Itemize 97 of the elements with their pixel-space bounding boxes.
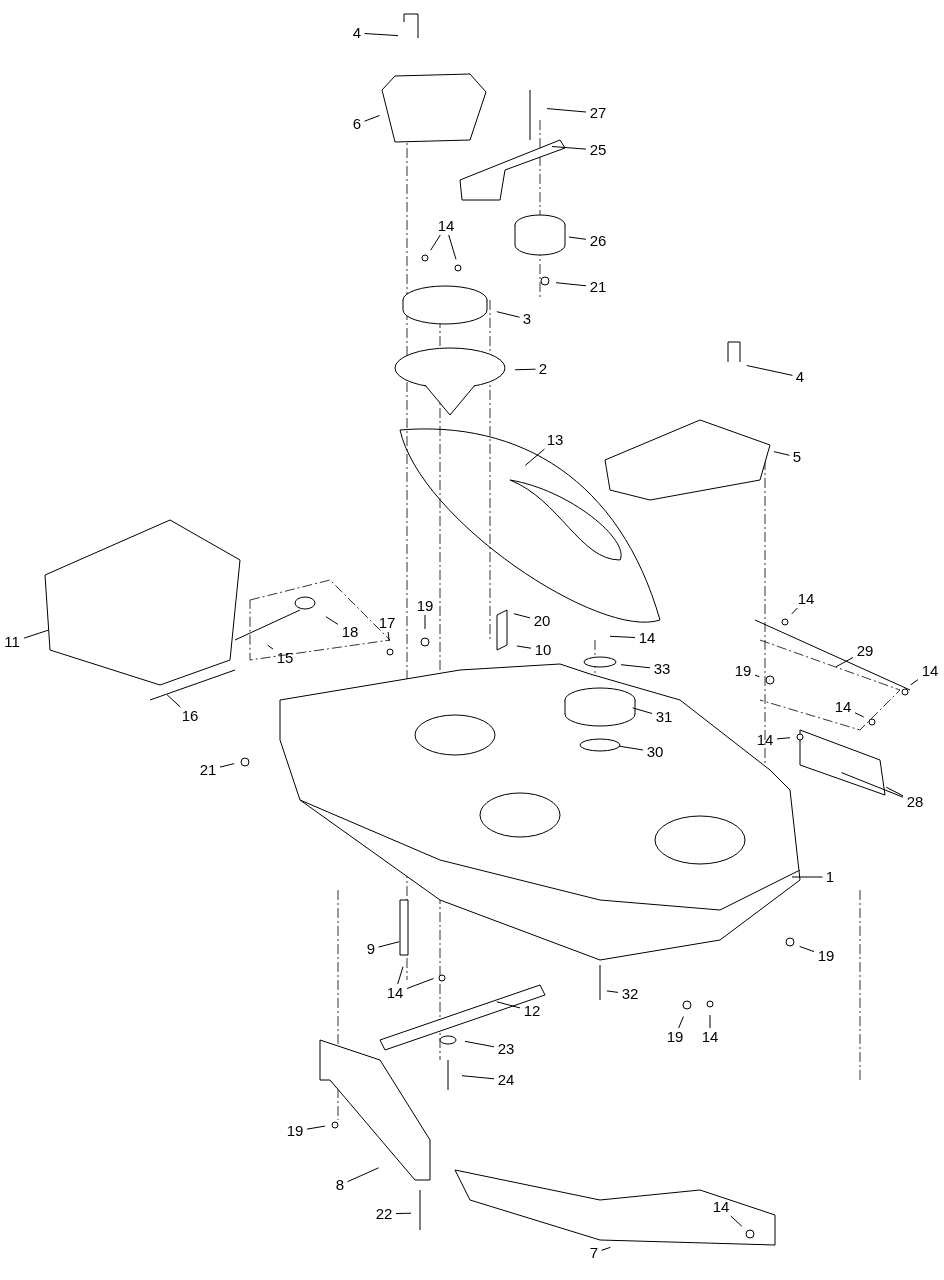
leader-line — [632, 707, 653, 714]
leader-line — [424, 614, 426, 630]
leader-line — [464, 1040, 495, 1048]
leader-line — [835, 657, 854, 668]
callout-number: 18 — [341, 623, 359, 641]
leader-line — [430, 234, 441, 251]
leader-line — [799, 945, 815, 953]
leader-line — [166, 694, 181, 708]
leader-line — [325, 616, 339, 625]
leader-line — [620, 664, 651, 669]
callout-number: 4 — [352, 24, 362, 42]
callout-number: 12 — [523, 1002, 541, 1020]
callout-number: 33 — [653, 660, 671, 678]
callout-number: 16 — [181, 707, 199, 725]
leader-line — [776, 737, 791, 740]
callout-number: 14 — [386, 984, 404, 1002]
leader-line — [841, 772, 904, 798]
leader-line — [885, 786, 904, 797]
leader-line — [496, 311, 520, 318]
callout-number: 29 — [856, 642, 874, 660]
leader-line — [730, 1215, 743, 1227]
callout-number: 9 — [366, 940, 376, 958]
callout-number: 31 — [655, 708, 673, 726]
leader-line — [601, 1246, 611, 1251]
callout-number: 14 — [921, 662, 939, 680]
leader-line — [910, 679, 919, 686]
callout-number: 15 — [276, 649, 294, 667]
callout-number: 32 — [621, 985, 639, 1003]
callout-number: 8 — [335, 1176, 345, 1194]
callout-number: 3 — [522, 310, 532, 328]
leader-line — [219, 763, 235, 768]
leader-line — [364, 115, 380, 122]
leader-line — [378, 941, 400, 948]
leader-line — [397, 966, 404, 985]
leader-line — [496, 1001, 521, 1009]
callout-number: 14 — [834, 698, 852, 716]
callout-number: 6 — [352, 115, 362, 133]
callout-number: 22 — [375, 1205, 393, 1223]
callout-number: 24 — [497, 1071, 515, 1089]
callout-number: 27 — [589, 104, 607, 122]
leader-line — [754, 674, 760, 678]
leader-line — [791, 607, 798, 615]
leader-line — [746, 365, 793, 376]
callout-number: 26 — [589, 232, 607, 250]
callout-number: 1 — [825, 868, 835, 886]
callout-number: 14 — [437, 217, 455, 235]
leader-line — [448, 234, 457, 260]
callout-number: 30 — [646, 743, 664, 761]
callout-number: 4 — [795, 368, 805, 386]
leader-line — [609, 635, 636, 638]
callout-number: 19 — [817, 947, 835, 965]
leader-line — [555, 282, 587, 287]
callout-number: 19 — [416, 597, 434, 615]
callout-number: 14 — [712, 1198, 730, 1216]
leader-line — [791, 876, 823, 878]
callout-number: 17 — [378, 614, 396, 632]
callout-number: 25 — [589, 141, 607, 159]
leader-line — [551, 146, 587, 150]
leader-line — [395, 1212, 412, 1215]
leader-line — [461, 1075, 495, 1080]
leader-line — [347, 1167, 380, 1183]
callout-number: 14 — [701, 1028, 719, 1046]
leader-line — [364, 33, 399, 37]
leader-line — [773, 451, 790, 456]
leader-line — [854, 712, 865, 718]
leader-line — [618, 745, 644, 751]
leader-line — [387, 631, 390, 642]
callout-number: 19 — [666, 1028, 684, 1046]
callout-number: 14 — [797, 590, 815, 608]
callout-number: 13 — [546, 431, 564, 449]
leader-line — [546, 108, 587, 113]
callout-number: 21 — [199, 761, 217, 779]
callout-number: 19 — [734, 662, 752, 680]
leader-line — [568, 236, 587, 240]
callout-number: 28 — [906, 793, 924, 811]
leader-line — [516, 645, 532, 649]
callout-number: 7 — [589, 1244, 599, 1262]
leader-line — [513, 613, 531, 619]
callout-number: 5 — [792, 448, 802, 466]
callout-number: 11 — [4, 633, 20, 651]
callout-number: 14 — [756, 731, 774, 749]
leader-line — [23, 629, 49, 639]
callout-number: 2 — [538, 360, 548, 378]
callout-number: 14 — [638, 629, 656, 647]
callout-number: 23 — [497, 1040, 515, 1058]
callout-number: 20 — [533, 612, 551, 630]
callout-number: 21 — [589, 278, 607, 296]
leader-line — [306, 1125, 326, 1130]
leader-line — [514, 368, 536, 371]
callout-number: 10 — [534, 641, 552, 659]
callout-number: 19 — [286, 1122, 304, 1140]
leader-line — [267, 644, 274, 650]
leader-line — [524, 448, 545, 466]
leader-line — [709, 1014, 711, 1029]
leader-line — [678, 1016, 684, 1029]
leader-line — [606, 990, 619, 993]
leader-line — [406, 978, 434, 989]
